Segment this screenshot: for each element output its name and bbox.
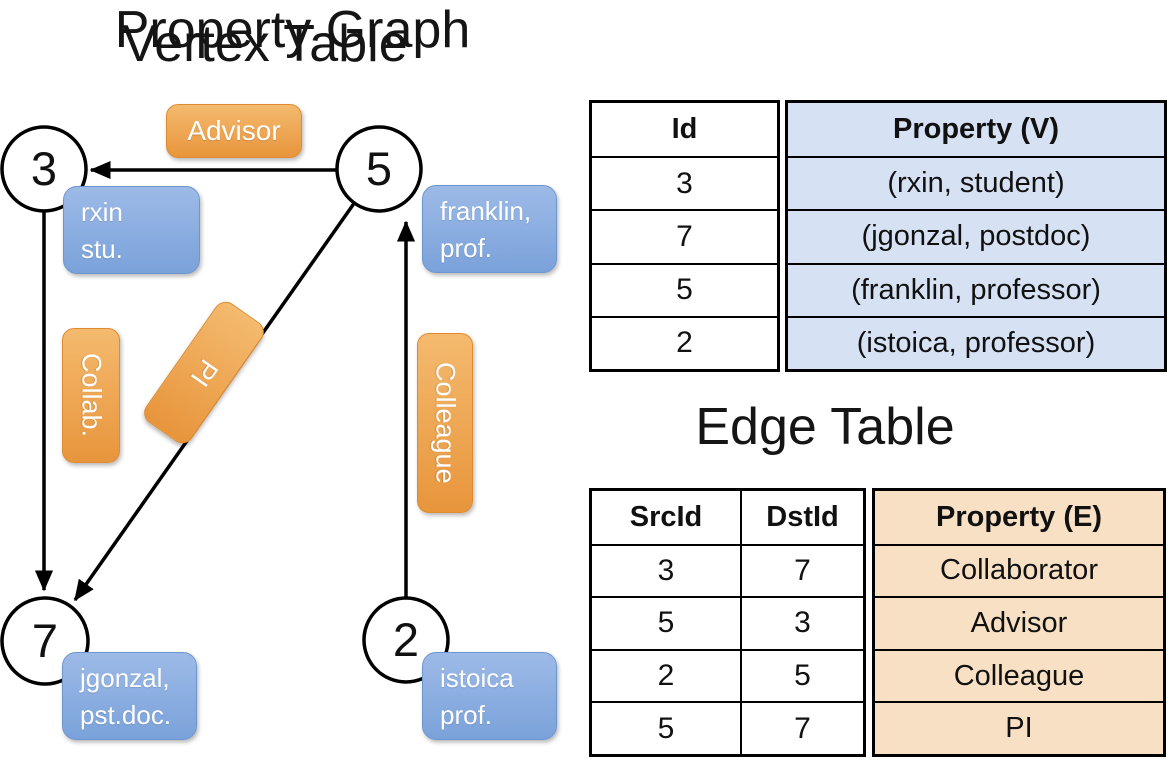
edge-table-row-srcid: 3 (592, 543, 740, 597)
vertex-table-row-property: (jgonzal, postdoc) (788, 209, 1164, 263)
edge-table-row-dstid: 7 (740, 701, 863, 754)
vertex-property-3-line2: stu. (81, 234, 123, 264)
vertex-table-id-column: Id 3 7 5 2 (589, 100, 780, 372)
vertex-table-row-id: 5 (592, 262, 777, 316)
node-id-5: 5 (365, 142, 393, 195)
property-graph-title: Property Graph (114, 1, 471, 59)
vertex-table-row-property: (franklin, professor) (788, 262, 1164, 316)
edge-table-row-property: Collaborator (875, 543, 1163, 597)
vertex-table-row-property: (rxin, student) (788, 156, 1164, 210)
edge-table-row-dstid: 5 (740, 648, 863, 702)
edge-table-row-srcid: 2 (592, 648, 740, 702)
edge-table-header-srcid: SrcId (629, 500, 703, 533)
edge-table-row-property: Advisor (875, 596, 1163, 649)
vertex-table-title: Vertex Table (122, 15, 408, 73)
edge-table: SrcId DstId 3 7 5 3 2 5 5 7 Property (E)… (589, 488, 1166, 757)
node-circle-3 (0, 125, 88, 213)
edge-label-collab: Collab. (62, 328, 120, 463)
edge-table-row-srcid: 5 (592, 596, 740, 649)
vertex-property-box-3: rxin stu. (63, 186, 200, 274)
edge-table-row-srcid: 5 (592, 701, 740, 754)
vertex-property-7-line1: jgonzal, (80, 663, 170, 693)
vertex-property-2-line1: istoica (440, 663, 514, 693)
edge-label-pi-text: PI (184, 353, 225, 392)
vertex-property-5-line2: prof. (440, 233, 493, 263)
edge-table-header-dstid: DstId (740, 491, 863, 544)
vertex-table-property-column: Property (V) (rxin, student) (jgonzal, p… (785, 100, 1167, 372)
edge-table-row-dstid: 3 (740, 596, 863, 649)
vertex-property-7-line2: pst.doc. (80, 700, 172, 730)
vertex-table-row-id: 7 (592, 209, 777, 262)
node-circle-5 (335, 125, 423, 213)
vertex-table: Id 3 7 5 2 Property (V) (rxin, student) … (589, 100, 1167, 372)
edge-table-row-property: Colleague (875, 648, 1163, 702)
edge-label-colleague: Colleague (417, 333, 473, 513)
vertex-table-header-id: Id (671, 113, 698, 146)
vertex-table-header-property: Property (V) (788, 103, 1164, 157)
node-id-2: 2 (392, 613, 420, 666)
edge-table-row-property: PI (875, 701, 1163, 754)
vertex-property-3-line1: rxin (81, 197, 123, 227)
vertex-property-box-7: jgonzal, pst.doc. (62, 652, 197, 740)
vertex-property-box-2: istoica prof. (422, 652, 557, 740)
vertex-table-row-property: (istoica, professor) (788, 315, 1164, 369)
edge-table-src-dst-columns: SrcId DstId 3 7 5 3 2 5 5 7 (589, 488, 866, 757)
edge-table-header-property: Property (E) (875, 491, 1163, 544)
node-id-3: 3 (30, 142, 58, 195)
edge-table-title: Edge Table (695, 398, 955, 456)
vertex-property-2-line2: prof. (440, 700, 493, 730)
edge-label-advisor-text: Advisor (187, 115, 281, 146)
edge-table-row-dstid: 7 (740, 543, 863, 597)
edge-label-collab-text: Collab. (76, 353, 107, 438)
edge-label-advisor: Advisor (166, 104, 302, 158)
vertex-table-row-id: 3 (592, 156, 777, 209)
vertex-property-5-line1: franklin, (440, 196, 532, 226)
edge-label-colleague-text: Colleague (430, 362, 461, 484)
vertex-table-row-id: 2 (592, 315, 777, 369)
node-id-7: 7 (31, 614, 59, 667)
vertex-property-box-5: franklin, prof. (422, 185, 557, 273)
edge-table-property-column: Property (E) Collaborator Advisor Collea… (872, 488, 1166, 757)
